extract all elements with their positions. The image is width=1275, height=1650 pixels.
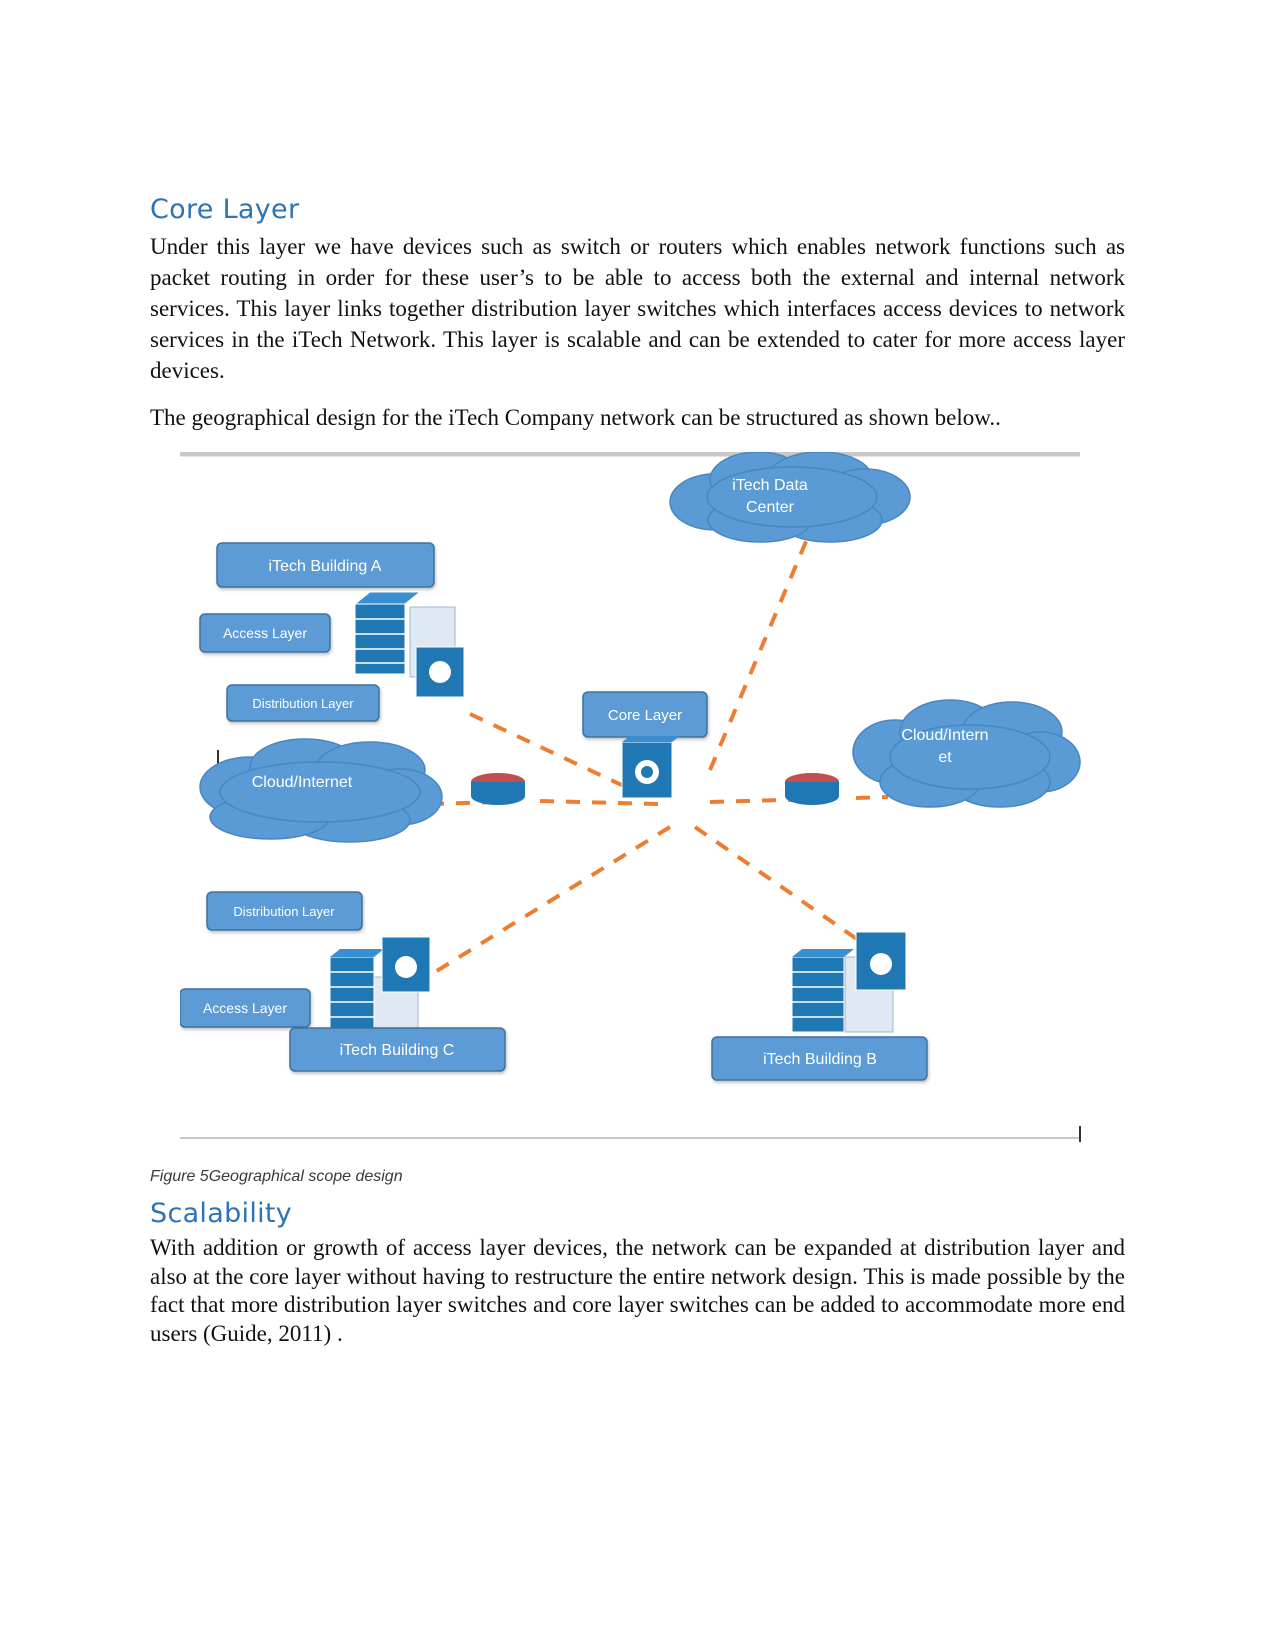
link-core-building-c (433, 825, 672, 974)
building-c-switch-stack (329, 936, 431, 1038)
box-building-a: iTech Building A (216, 542, 435, 588)
distribution-layer-c-label: Distribution Layer (233, 904, 335, 919)
building-a-label: iTech Building A (269, 558, 382, 575)
cloud-left-label: Cloud/Internet (252, 774, 353, 791)
cloud-right-label-line2: et (938, 749, 952, 766)
cloud-internet-right: Cloud/Intern et (852, 699, 1081, 808)
heading-scalability: Scalability (150, 1198, 293, 1229)
building-a-switch-stack (353, 591, 465, 698)
link-core-data-center (708, 531, 812, 771)
access-layer-a-label: Access Layer (223, 625, 307, 641)
paragraph-core-layer: Under this layer we have devices such as… (150, 234, 1125, 383)
box-building-b: iTech Building B (711, 1036, 928, 1081)
data-center-label-line2: Center (746, 499, 795, 516)
router-left-icon (471, 773, 525, 805)
network-diagram: iTech Data Center iTech Building A Acces… (180, 452, 1081, 1142)
box-access-layer-c: Access Layer (180, 988, 311, 1028)
paragraph-scalability: With addition or growth of access layer … (150, 1235, 1125, 1346)
heading-core-layer: Core Layer (150, 194, 300, 225)
cloud-internet-left: Cloud/Internet (199, 738, 443, 843)
box-core-layer: Core Layer (582, 691, 708, 738)
access-layer-c-label: Access Layer (203, 1000, 287, 1016)
box-building-c: iTech Building C (289, 1027, 506, 1072)
building-b-switch-stack (791, 931, 907, 1033)
building-b-label: iTech Building B (763, 1051, 877, 1068)
box-distribution-layer-c: Distribution Layer (206, 891, 363, 931)
distribution-layer-a-label: Distribution Layer (252, 696, 354, 711)
link-router-core (539, 799, 659, 806)
network-diagram-figure: iTech Data Center iTech Building A Acces… (180, 452, 1095, 1147)
figure-caption: Figure 5Geographical scope design (150, 1168, 403, 1185)
data-center-label-line1: iTech Data (732, 477, 808, 494)
core-switch-icon (621, 736, 680, 799)
paragraph-geographical-design: The geographical design for the iTech Co… (150, 405, 1001, 430)
box-distribution-layer-a: Distribution Layer (226, 684, 380, 722)
link-router-cloud-right (855, 795, 889, 800)
building-c-label: iTech Building C (340, 1042, 455, 1059)
router-right-icon (785, 773, 839, 805)
cloud-right-label-line1: Cloud/Intern (901, 727, 988, 744)
box-access-layer-a: Access Layer (199, 613, 331, 653)
link-core-building-b (693, 825, 892, 964)
core-layer-label: Core Layer (608, 707, 682, 724)
cloud-data-center: iTech Data Center (669, 452, 911, 543)
link-building-a-core (469, 712, 659, 804)
